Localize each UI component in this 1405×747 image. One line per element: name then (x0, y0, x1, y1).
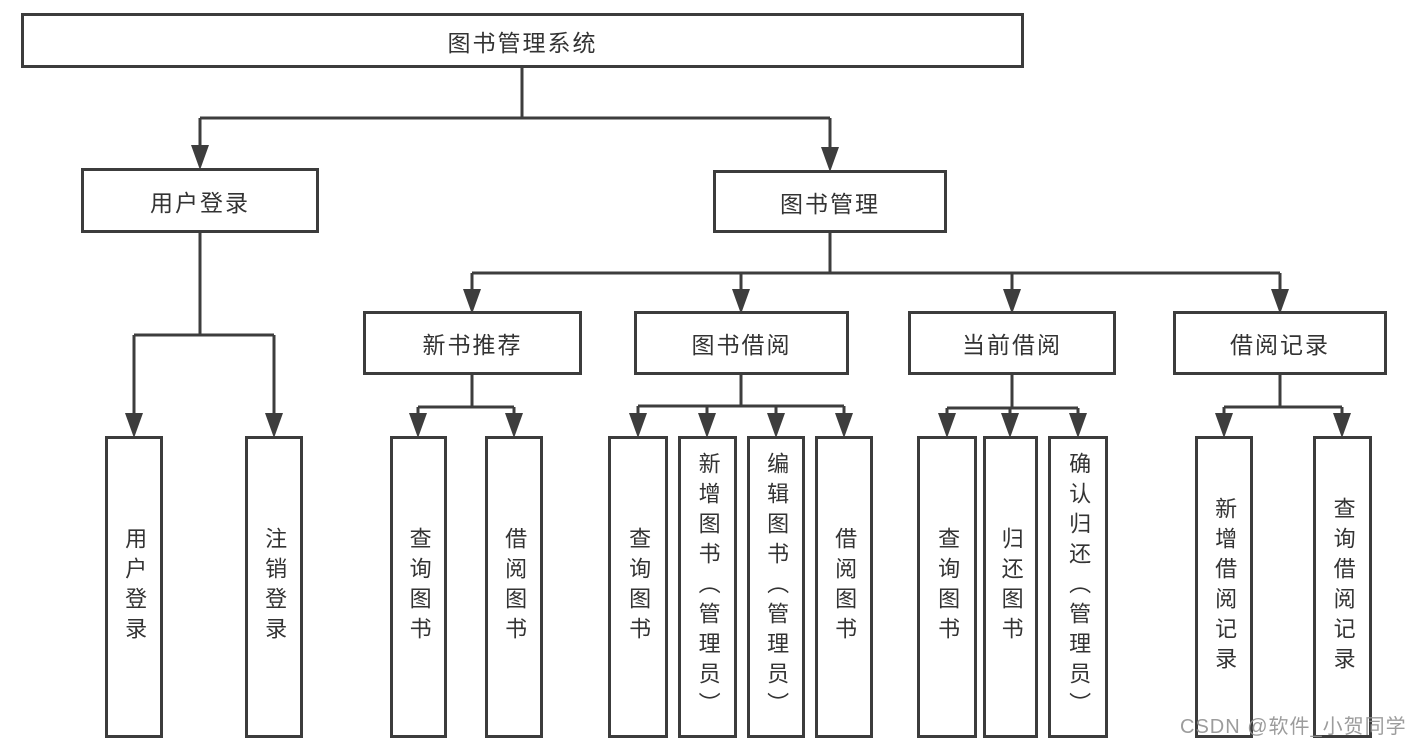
node-label: 新增图书（管理员） (695, 452, 721, 722)
node-label: 借阅记录 (1230, 332, 1330, 358)
node-leaf-logout: 注销登录 (245, 436, 303, 738)
node-label: 查询借阅记录 (1330, 497, 1356, 677)
node-leaf-edit-books-admin: 编辑图书（管理员） (747, 436, 805, 738)
node-leaf-query-books-current: 查询图书 (917, 436, 977, 738)
node-leaf-return-books: 归还图书 (983, 436, 1038, 738)
node-leaf-query-books-borrowing: 查询图书 (608, 436, 668, 738)
node-leaf-add-books-admin: 新增图书（管理员） (678, 436, 737, 738)
node-leaf-user-login: 用户登录 (105, 436, 163, 738)
node-leaf-borrow-books-recommend: 借阅图书 (485, 436, 543, 738)
arrowheads (125, 145, 1351, 438)
node-book-management: 图书管理 (713, 170, 947, 233)
node-label: 用户登录 (122, 527, 148, 647)
node-label: 新书推荐 (422, 332, 523, 358)
node-label: 借阅图书 (502, 527, 528, 647)
node-label: 查询图书 (626, 527, 652, 647)
node-label: 查询图书 (406, 527, 432, 647)
node-book-borrowing: 图书借阅 (634, 311, 849, 375)
node-leaf-add-borrow-record: 新增借阅记录 (1195, 436, 1253, 738)
node-label: 查询图书 (935, 527, 961, 647)
node-label: 归还图书 (998, 527, 1024, 647)
node-library-management-system: 图书管理系统 (21, 13, 1024, 68)
node-current-borrowing: 当前借阅 (908, 311, 1116, 375)
node-leaf-query-borrow-record: 查询借阅记录 (1313, 436, 1372, 738)
node-label: 图书借阅 (691, 332, 792, 358)
node-label: 编辑图书（管理员） (764, 452, 790, 722)
node-leaf-query-books-recommend: 查询图书 (390, 436, 447, 738)
node-label: 图书管理系统 (447, 29, 598, 56)
node-user-login: 用户登录 (81, 168, 319, 233)
node-leaf-borrow-books: 借阅图书 (815, 436, 873, 738)
node-label: 新增借阅记录 (1212, 497, 1238, 677)
node-label: 注销登录 (262, 527, 288, 647)
csdn-watermark: CSDN @软件_小贺同学 (1180, 716, 1405, 738)
node-label: 确认归还（管理员） (1066, 452, 1092, 722)
node-leaf-confirm-return-admin: 确认归还（管理员） (1048, 436, 1108, 738)
node-label: 图书管理 (780, 190, 880, 217)
node-borrowing-records: 借阅记录 (1173, 311, 1387, 375)
node-label: 当前借阅 (962, 332, 1062, 358)
node-new-book-recommend: 新书推荐 (363, 311, 582, 375)
node-label: 借阅图书 (832, 527, 858, 647)
node-label: 用户登录 (150, 189, 250, 216)
